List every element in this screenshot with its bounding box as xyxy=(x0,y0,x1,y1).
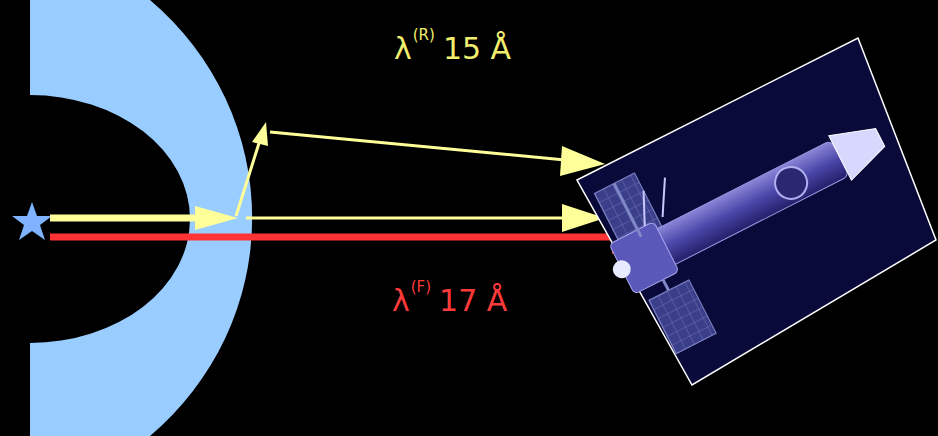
satellite-illustration xyxy=(577,38,936,385)
wavelength-symbol: λ xyxy=(392,286,410,316)
line-tag: (F) xyxy=(411,280,431,295)
star-symbol xyxy=(12,202,52,240)
wavelength-symbol: λ xyxy=(394,34,412,64)
wavelength-value: 15 Å xyxy=(443,34,511,64)
gas-region xyxy=(30,0,252,436)
wavelength-value: 17 Å xyxy=(439,286,507,316)
line-tag: (R) xyxy=(413,28,435,43)
photon-arrows xyxy=(50,122,660,254)
